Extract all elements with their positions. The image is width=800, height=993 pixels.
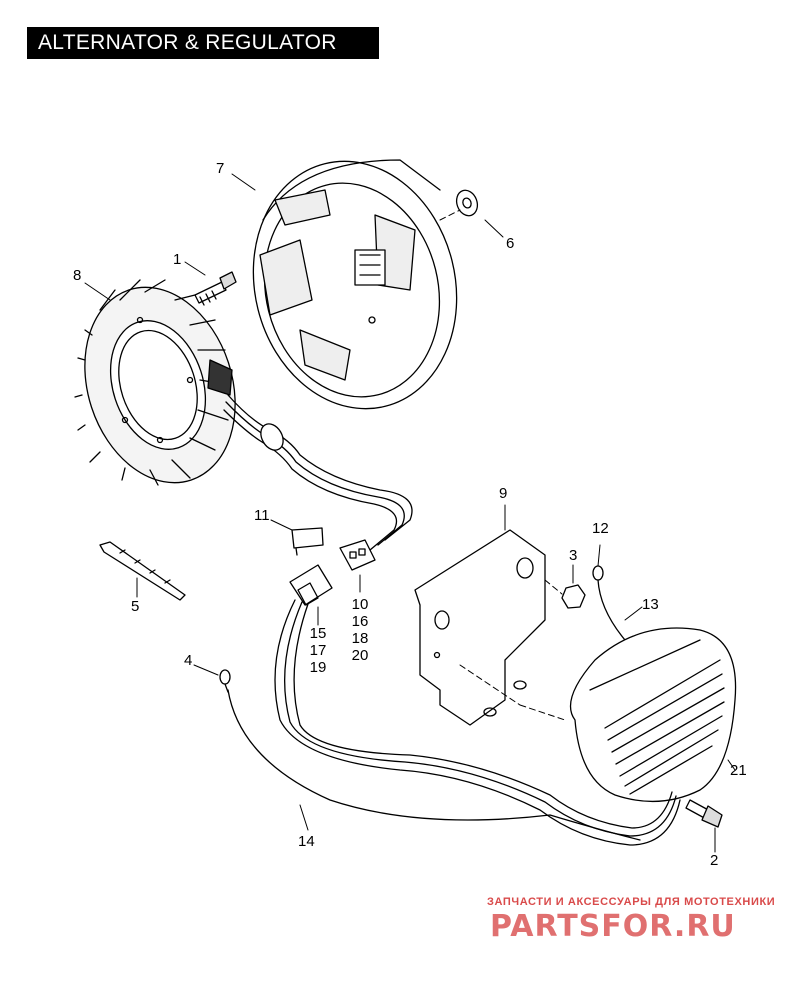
callout-16: 16	[351, 613, 369, 630]
clip-part	[291, 527, 324, 556]
callout-14: 14	[298, 833, 315, 850]
washer-part	[455, 189, 479, 217]
connector-part-10	[339, 539, 376, 571]
callout-13: 13	[642, 596, 659, 613]
bolt-part-2	[685, 799, 723, 828]
bracket-part	[414, 529, 546, 726]
callout-12: 12	[592, 520, 609, 537]
diagram-title: ALTERNATOR & REGULATOR	[27, 27, 379, 59]
leader-lines	[84, 173, 736, 853]
nut-part	[561, 584, 586, 609]
callout-15: 15	[309, 625, 327, 642]
callout-10: 10	[351, 596, 369, 613]
callout-20: 20	[351, 647, 369, 664]
watermark-logo: PARTSFOR.RU	[490, 909, 785, 947]
callout-10-group: 10 16 18 20	[346, 596, 374, 664]
callout-18: 18	[351, 630, 369, 647]
watermark-tagline: ЗАПЧАСТИ И АКСЕССУАРЫ ДЛЯ МОТОТЕХНИКИ	[487, 896, 776, 908]
callout-7: 7	[216, 160, 225, 177]
callout-21: 21	[730, 762, 747, 779]
callout-1: 1	[173, 251, 182, 268]
callout-2: 2	[710, 852, 719, 869]
stator-part	[74, 279, 236, 486]
regulator-part	[569, 627, 737, 803]
callout-15-group: 15 17 19	[304, 625, 332, 676]
callout-19: 19	[309, 659, 327, 676]
callout-5: 5	[131, 598, 140, 615]
callout-11: 11	[254, 507, 270, 524]
regulator-harness	[227, 599, 681, 846]
ground-wire-part-13	[592, 565, 626, 641]
callout-6: 6	[506, 235, 515, 252]
callout-4: 4	[184, 652, 193, 669]
connector-part-15	[289, 564, 333, 606]
callout-8: 8	[73, 267, 82, 284]
alignment-lines	[439, 209, 566, 721]
watermark-logo-text: PARTSFOR.RU	[490, 909, 736, 944]
terminal-part	[219, 669, 231, 693]
callout-9: 9	[499, 485, 508, 502]
bolt-part-1	[194, 271, 237, 306]
rotor-part	[252, 159, 458, 410]
cable-strap-part	[99, 541, 186, 601]
callout-17: 17	[309, 642, 327, 659]
callout-3: 3	[569, 547, 578, 564]
stator-wire-harness	[223, 394, 413, 551]
